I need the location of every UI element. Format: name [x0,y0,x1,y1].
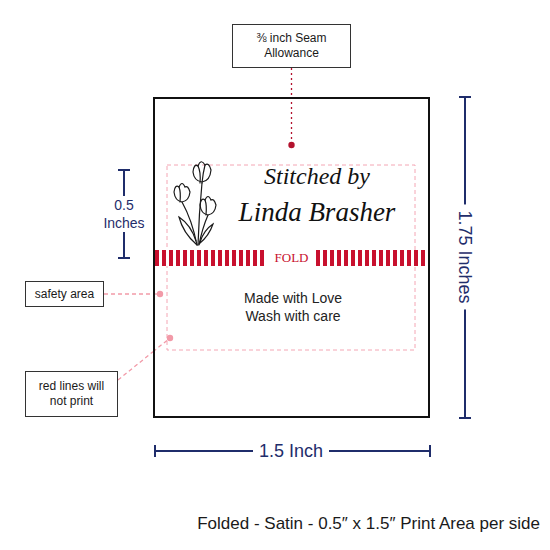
leader-dot [288,142,294,148]
label-name: Linda Brasher [217,197,417,228]
callout-box: safety area [25,281,104,307]
dimension-label: 0.5 Inches [96,196,152,232]
leader-line [118,352,153,380]
tulip-illustration [174,162,216,245]
leader-line [104,293,153,294]
callout-box: ⅜ inch Seam Allowance [232,24,351,68]
callout-text: red lines will not print [32,379,111,409]
leader-line [291,68,292,97]
fold-band: FOLD [155,250,428,266]
label-outline: Stitched by Linda BrasherMade with Love W… [153,97,430,418]
dimension-label: 1.5 Inch [253,440,329,462]
dimension-lines [118,97,471,457]
leader-dot [167,335,173,341]
callout-text: safety area [35,287,94,302]
label-heading: Stitched by [217,163,417,191]
callout-box: red lines will not print [25,371,118,417]
caption: Folded - Satin - 0.5″ x 1.5″ Print Area … [197,514,540,534]
callout-text: ⅜ inch Seam Allowance [239,31,344,61]
leader-extension [291,97,292,145]
fold-text: FOLD [267,250,317,266]
label-body: Made with Love Wash with care [228,289,358,325]
leader-dot [157,291,163,297]
dimension-label: 1.75 Inches [454,204,476,309]
leader-extension [153,338,170,352]
